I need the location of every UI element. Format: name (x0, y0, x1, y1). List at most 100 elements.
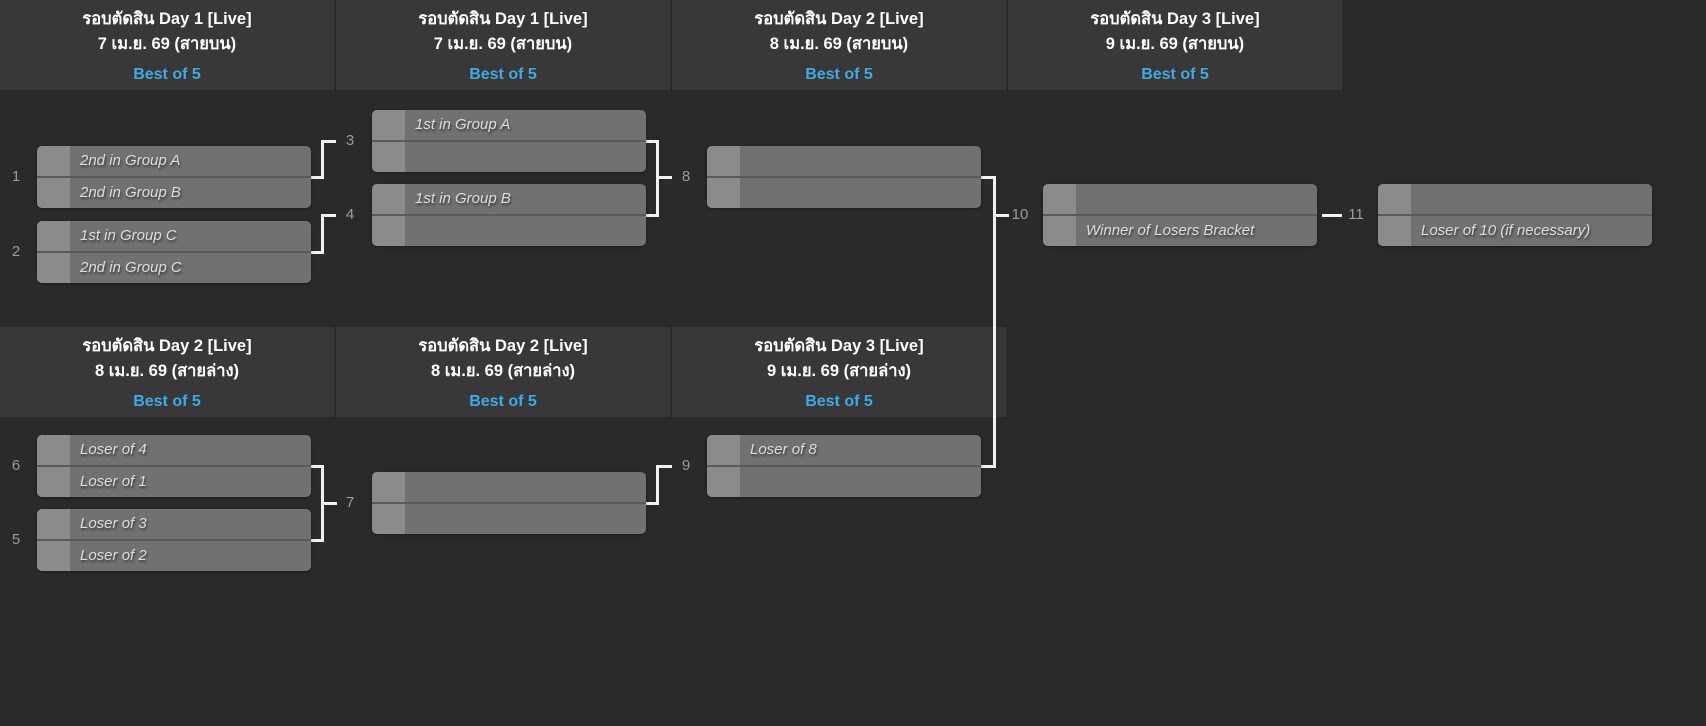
round-header-lower-1: รอบตัดสิน Day 2 [Live] 8 เม.ย. 69 (สายล่… (0, 327, 336, 417)
match-9[interactable]: Loser of 8 (707, 435, 981, 497)
seed-box (372, 184, 405, 214)
match-11-top-slot[interactable] (1378, 184, 1652, 216)
match-2[interactable]: 1st in Group C 2nd in Group C (37, 221, 311, 283)
seed-box (1043, 184, 1076, 214)
bracket-connector (1322, 214, 1342, 217)
match-1-number: 1 (11, 168, 21, 185)
match-6-bottom-slot[interactable]: Loser of 1 (37, 467, 311, 497)
match-2-top-slot[interactable]: 1st in Group C (37, 221, 311, 253)
seed-box (37, 253, 70, 283)
match-3-number: 3 (345, 132, 355, 149)
participant-name (405, 504, 646, 534)
round-header-upper-1: รอบตัดสิน Day 1 [Live] 7 เม.ย. 69 (สายบน… (0, 0, 336, 90)
participant-name: 1st in Group B (415, 190, 511, 207)
round-header-lower-3: รอบตัดสิน Day 3 [Live] 9 เม.ย. 69 (สายล่… (672, 327, 1008, 417)
seed-box (37, 146, 70, 176)
seed-box (1043, 216, 1076, 246)
match-7-bottom-slot[interactable] (372, 504, 646, 534)
match-10-top-slot[interactable] (1043, 184, 1317, 216)
participant-name: Loser of 3 (80, 515, 147, 532)
match-4-top-slot[interactable]: 1st in Group B (372, 184, 646, 216)
round-date: 7 เม.ย. 69 (สายบน) (433, 35, 573, 53)
match-7-number: 7 (345, 494, 355, 511)
bracket-connector (646, 140, 659, 143)
match-11-bottom-slot[interactable]: Loser of 10 (if necessary) (1378, 216, 1652, 246)
round-date: 8 เม.ย. 69 (สายล่าง) (430, 362, 576, 380)
round-date: 8 เม.ย. 69 (สายบน) (769, 35, 909, 53)
match-8-top-slot[interactable] (707, 146, 981, 178)
seed-box (707, 435, 740, 465)
round-title: รอบตัดสิน Day 3 [Live] (754, 337, 924, 355)
seed-box (372, 504, 405, 534)
match-10[interactable]: Winner of Losers Bracket (1043, 184, 1317, 246)
match-10-number: 10 (1011, 206, 1029, 223)
bracket-connector (646, 214, 659, 217)
participant-name: Winner of Losers Bracket (1086, 222, 1255, 239)
match-6-top-slot[interactable]: Loser of 4 (37, 435, 311, 467)
participant-name: Loser of 1 (80, 473, 147, 490)
bracket-connector (993, 214, 1009, 217)
participant-name: Loser of 10 (if necessary) (1421, 222, 1591, 239)
lower-bracket-header-band: รอบตัดสิน Day 2 [Live] 8 เม.ย. 69 (สายล่… (0, 327, 1008, 417)
round-header-upper-4: รอบตัดสิน Day 3 [Live] 9 เม.ย. 69 (สายบน… (1008, 0, 1344, 90)
participant-name: Loser of 8 (750, 441, 817, 458)
participant-name: 1st in Group C (80, 227, 177, 244)
participant-name (1411, 184, 1652, 214)
match-3[interactable]: 1st in Group A (372, 110, 646, 172)
seed-box (372, 472, 405, 502)
participant-name (405, 472, 646, 502)
participant-name: Loser of 4 (80, 441, 147, 458)
match-6-number: 6 (11, 457, 21, 474)
participant-name (740, 178, 981, 208)
seed-box (37, 509, 70, 539)
match-10-bottom-slot[interactable]: Winner of Losers Bracket (1043, 216, 1317, 246)
round-header-upper-3: รอบตัดสิน Day 2 [Live] 8 เม.ย. 69 (สายบน… (672, 0, 1008, 90)
match-11[interactable]: Loser of 10 (if necessary) (1378, 184, 1652, 246)
round-title: รอบตัดสิน Day 1 [Live] (418, 10, 588, 28)
match-1-bottom-slot[interactable]: 2nd in Group B (37, 178, 311, 208)
participant-name (740, 467, 981, 497)
match-4-bottom-slot[interactable] (372, 216, 646, 246)
match-3-bottom-slot[interactable] (372, 142, 646, 172)
participant-name: 1st in Group A (415, 116, 511, 133)
participant-name (405, 216, 646, 246)
match-6[interactable]: Loser of 4 Loser of 1 (37, 435, 311, 497)
bracket-connector (311, 539, 324, 542)
round-title: รอบตัดสิน Day 2 [Live] (418, 337, 588, 355)
match-3-top-slot[interactable]: 1st in Group A (372, 110, 646, 142)
round-format: Best of 5 (133, 393, 201, 410)
match-8[interactable] (707, 146, 981, 208)
seed-box (707, 467, 740, 497)
seed-box (707, 146, 740, 176)
match-4[interactable]: 1st in Group B (372, 184, 646, 246)
match-2-bottom-slot[interactable]: 2nd in Group C (37, 253, 311, 283)
match-9-top-slot[interactable]: Loser of 8 (707, 435, 981, 467)
round-title: รอบตัดสิน Day 2 [Live] (82, 337, 252, 355)
seed-box (372, 110, 405, 140)
match-1[interactable]: 2nd in Group A 2nd in Group B (37, 146, 311, 208)
round-format: Best of 5 (469, 66, 537, 83)
match-7[interactable] (372, 472, 646, 534)
round-title: รอบตัดสิน Day 3 [Live] (1090, 10, 1260, 28)
participant-name: 2nd in Group A (80, 152, 181, 169)
seed-box (37, 221, 70, 251)
round-format: Best of 5 (133, 66, 201, 83)
bracket-connector (311, 251, 324, 254)
round-title: รอบตัดสิน Day 2 [Live] (754, 10, 924, 28)
seed-box (1378, 184, 1411, 214)
seed-box (1378, 216, 1411, 246)
upper-bracket-header-band: รอบตัดสิน Day 1 [Live] 7 เม.ย. 69 (สายบน… (0, 0, 1344, 90)
match-5-top-slot[interactable]: Loser of 3 (37, 509, 311, 541)
bracket-connector (321, 140, 324, 179)
match-5[interactable]: Loser of 3 Loser of 2 (37, 509, 311, 571)
bracket-connector (321, 502, 337, 505)
match-9-bottom-slot[interactable] (707, 467, 981, 497)
match-5-bottom-slot[interactable]: Loser of 2 (37, 541, 311, 571)
match-7-top-slot[interactable] (372, 472, 646, 504)
match-8-bottom-slot[interactable] (707, 178, 981, 208)
round-date: 9 เม.ย. 69 (สายบน) (1105, 35, 1245, 53)
bracket-connector (321, 214, 324, 254)
match-1-top-slot[interactable]: 2nd in Group A (37, 146, 311, 178)
participant-name: 2nd in Group C (80, 259, 182, 276)
round-date: 7 เม.ย. 69 (สายบน) (97, 35, 237, 53)
